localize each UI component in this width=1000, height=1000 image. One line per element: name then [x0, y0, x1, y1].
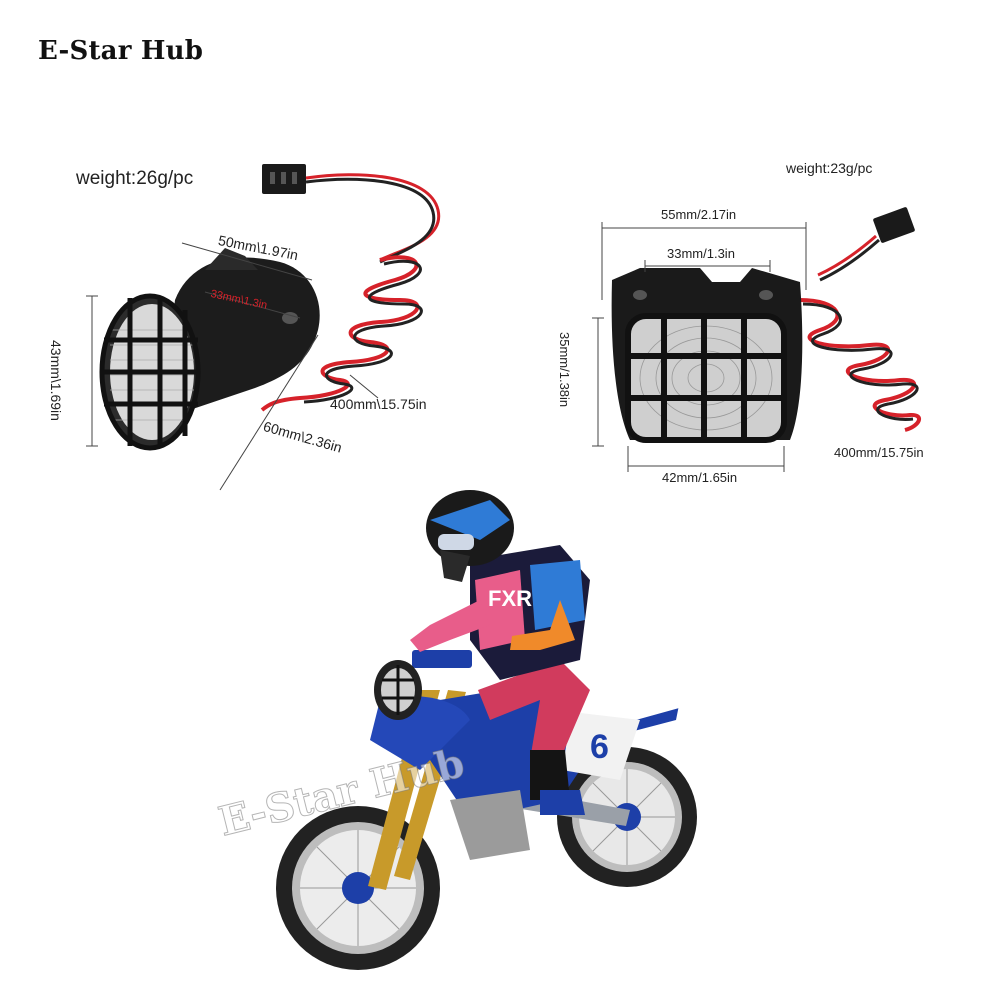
round-light-cable: 400mm\15.75in: [330, 396, 427, 412]
square-light-width-bottom: 42mm/1.65in: [662, 470, 738, 485]
motorcycle-photo: 6 FXR: [276, 490, 697, 970]
square-light-height: 35mm/1.38in: [557, 332, 572, 408]
svg-text:6: 6: [590, 728, 609, 766]
square-light-cable: 400mm/15.75in: [834, 445, 924, 460]
svg-text:FXR: FXR: [488, 586, 532, 611]
square-light-width-inner: 33mm/1.3in: [667, 246, 735, 261]
square-light-weight: weight:23g/pc: [786, 160, 873, 176]
round-light-weight: weight:26g/pc: [76, 168, 194, 189]
brand-title: E-Star Hub: [38, 36, 204, 66]
square-light-icon: [592, 207, 921, 472]
square-light-width-outer: 55mm/2.17in: [661, 207, 737, 222]
round-light-height: 43mm\1.69in: [48, 340, 64, 421]
round-light-icon: [86, 164, 441, 491]
